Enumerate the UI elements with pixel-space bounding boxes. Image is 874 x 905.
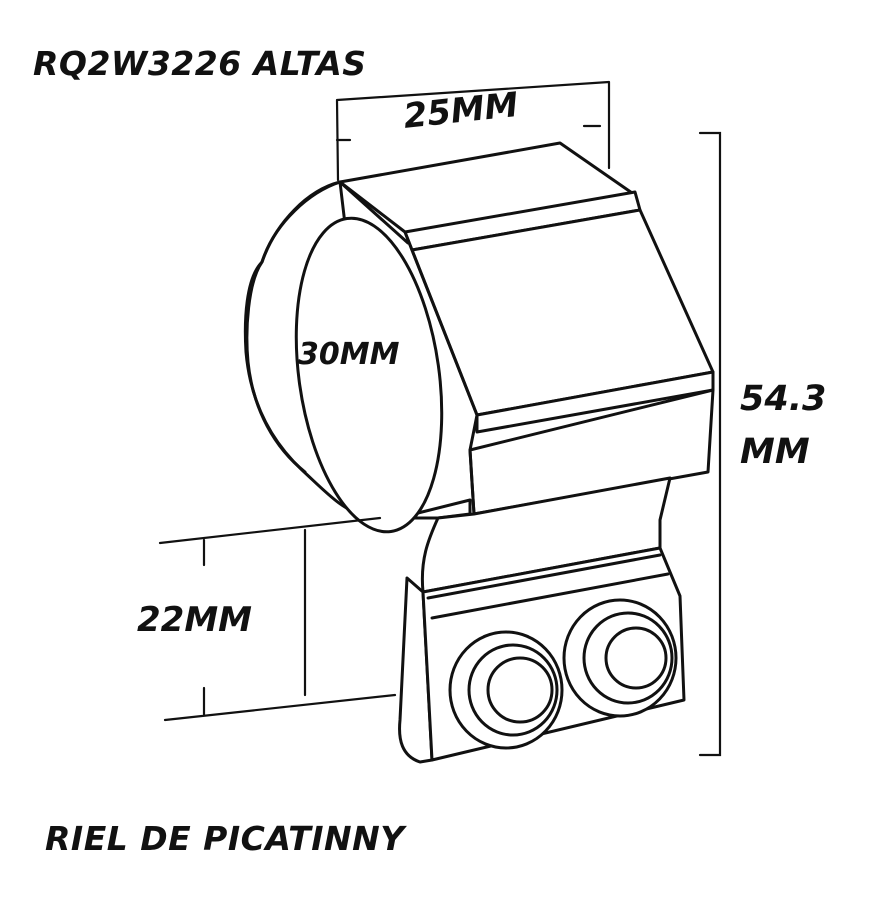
rail-type-caption: RIEL DE PICATINNY [45, 819, 405, 858]
bore-dimension-label: 30MM [298, 337, 400, 372]
clamp-ridge [426, 553, 670, 620]
ring-bevel-edge [338, 180, 479, 516]
product-title: RQ2W3226 ALTAS [33, 44, 367, 83]
height-dimension-bracket [698, 131, 722, 757]
height-dimension-unit: MM [740, 432, 810, 472]
width-dimension-line [335, 80, 611, 182]
mount-neck [420, 476, 672, 594]
rail-dimension-lines [158, 516, 397, 722]
ring-left-edge [245, 180, 342, 474]
rail-height-dimension-label: 22MM [137, 600, 252, 640]
screw-head-left [486, 656, 554, 724]
screw-head-right [604, 626, 668, 690]
height-dimension-value: 54.3 [740, 379, 827, 419]
bore-opening [294, 216, 444, 534]
